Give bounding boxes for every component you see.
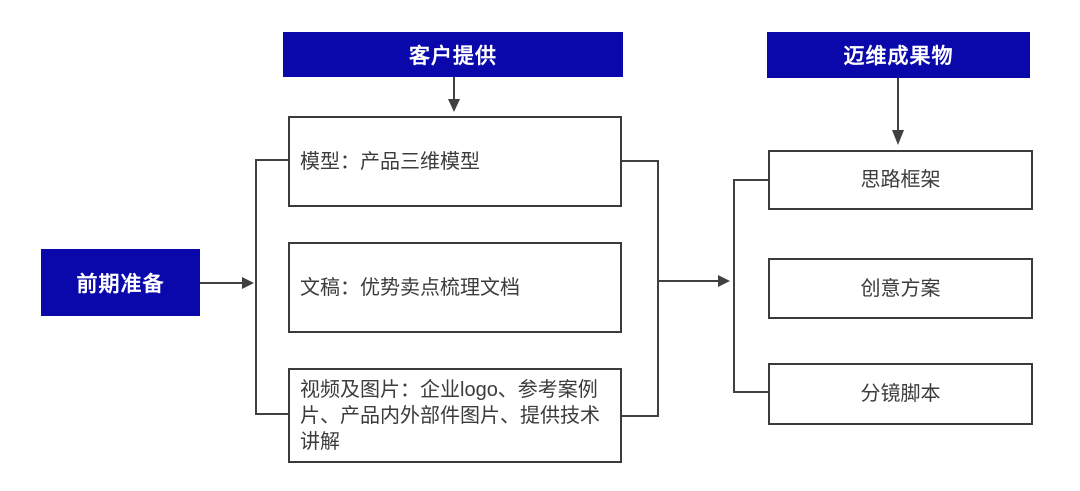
- node-model-3d: 模型：产品三维模型: [288, 116, 622, 207]
- arrow-client-header-to-model: [448, 77, 460, 112]
- deliverables-column-header-label: 迈维成果物: [843, 45, 954, 68]
- bracket-client-left: [255, 159, 288, 415]
- node-creative-plan: 创意方案: [768, 258, 1033, 319]
- node-idea-framework-label: 思路框架: [860, 169, 941, 191]
- client-column-header-label: 客户提供: [409, 44, 497, 68]
- node-selling-points-document: 文稿：优势卖点梳理文档: [288, 242, 622, 333]
- node-model-3d-label: 模型：产品三维模型: [300, 150, 480, 173]
- bracket-client-right: [622, 160, 659, 417]
- arrow-stage-to-client-bracket: [200, 277, 254, 289]
- bracket-deliverables-left: [733, 179, 768, 393]
- node-selling-points-document-label: 文稿：优势卖点梳理文档: [300, 276, 520, 299]
- stage-box-preparation: 前期准备: [41, 249, 200, 316]
- arrow-deliverables-header-to-framework: [892, 78, 904, 145]
- node-video-and-images-label: 视频及图片：企业logo、参考案例片、产品内外部件图片、提供技术讲解: [300, 378, 600, 453]
- arrow-client-to-deliverables: [658, 275, 730, 287]
- node-storyboard-script: 分镜脚本: [768, 363, 1033, 425]
- node-idea-framework: 思路框架: [768, 150, 1033, 210]
- node-creative-plan-label: 创意方案: [860, 277, 941, 300]
- node-storyboard-script-label: 分镜脚本: [860, 383, 941, 405]
- stage-label: 前期准备: [76, 272, 165, 296]
- node-video-and-images: 视频及图片：企业logo、参考案例片、产品内外部件图片、提供技术讲解: [288, 368, 622, 463]
- client-column-header: 客户提供: [283, 32, 623, 77]
- deliverables-column-header: 迈维成果物: [767, 32, 1030, 78]
